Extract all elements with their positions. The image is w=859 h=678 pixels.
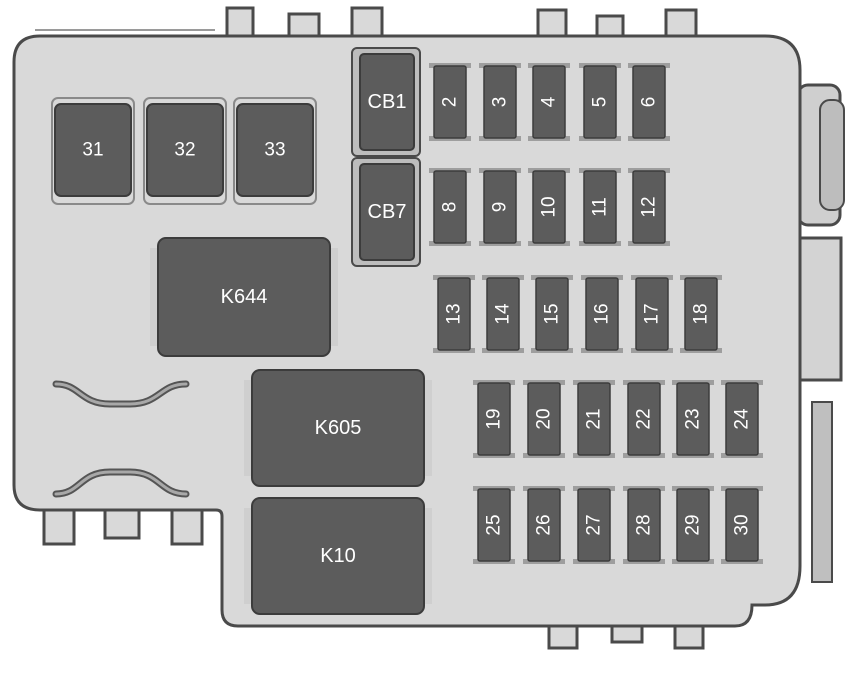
fuse-label-30: 30 bbox=[732, 514, 753, 535]
fuse-label-4: 4 bbox=[539, 96, 560, 107]
fuse-label-8: 8 bbox=[440, 202, 461, 213]
breaker-label-CB7: CB7 bbox=[368, 201, 407, 223]
fuse-8[interactable] bbox=[433, 170, 467, 244]
fuse-28[interactable] bbox=[627, 488, 661, 562]
fuse-label-12: 12 bbox=[639, 196, 660, 217]
fuse-15[interactable] bbox=[535, 277, 569, 351]
relay-socket bbox=[233, 97, 317, 205]
fuse-label-19: 19 bbox=[484, 408, 505, 429]
fuse-label-3: 3 bbox=[490, 97, 511, 108]
fuse-label-6: 6 bbox=[639, 97, 660, 108]
fuse-label-17: 17 bbox=[642, 303, 663, 324]
fuse-22[interactable] bbox=[627, 382, 661, 456]
relay-31[interactable] bbox=[54, 103, 132, 197]
fuse-label-24: 24 bbox=[732, 408, 753, 430]
fuse-25[interactable] bbox=[477, 488, 511, 562]
relay-K605[interactable] bbox=[251, 369, 425, 487]
fuse-label-5: 5 bbox=[590, 97, 611, 108]
fuse-label-10: 10 bbox=[539, 196, 560, 217]
circuit-breaker-CB7[interactable] bbox=[359, 163, 415, 261]
relay-33[interactable] bbox=[236, 103, 314, 197]
fuse-24[interactable] bbox=[725, 382, 759, 456]
fuse-label-16: 16 bbox=[592, 303, 613, 324]
fuse-label-26: 26 bbox=[534, 514, 555, 535]
relay-K644[interactable] bbox=[157, 237, 331, 357]
fuse-label-14: 14 bbox=[493, 303, 514, 325]
fuse-9[interactable] bbox=[483, 170, 517, 244]
fuse-30[interactable] bbox=[725, 488, 759, 562]
relay-32[interactable] bbox=[146, 103, 224, 197]
fuse-21[interactable] bbox=[577, 382, 611, 456]
relay-label-K644: K644 bbox=[221, 286, 268, 308]
relay-label-33: 33 bbox=[264, 140, 285, 161]
fuse-13[interactable] bbox=[437, 277, 471, 351]
relay-socket bbox=[51, 97, 135, 205]
fuse-2[interactable] bbox=[433, 65, 467, 139]
fuse-label-18: 18 bbox=[691, 303, 712, 324]
fuse-18[interactable] bbox=[684, 277, 718, 351]
relay-label-31: 31 bbox=[82, 140, 103, 161]
fuse-5[interactable] bbox=[583, 65, 617, 139]
breaker-label-CB1: CB1 bbox=[368, 91, 407, 113]
fuse-label-9: 9 bbox=[490, 202, 511, 213]
fuse-6[interactable] bbox=[632, 65, 666, 139]
fuse-20[interactable] bbox=[527, 382, 561, 456]
fuse-label-21: 21 bbox=[584, 408, 605, 429]
fuse-label-23: 23 bbox=[683, 408, 704, 429]
latch-springs bbox=[52, 380, 190, 498]
relay-label-32: 32 bbox=[174, 140, 195, 161]
fuse-label-15: 15 bbox=[542, 303, 563, 324]
fuse-3[interactable] bbox=[483, 65, 517, 139]
fuse-4[interactable] bbox=[532, 65, 566, 139]
fuse-label-22: 22 bbox=[634, 408, 655, 429]
relay-socket bbox=[143, 97, 227, 205]
fuse-label-11: 11 bbox=[590, 197, 611, 217]
fuse-label-20: 20 bbox=[534, 408, 555, 429]
fuse-12[interactable] bbox=[632, 170, 666, 244]
fuse-label-28: 28 bbox=[634, 514, 655, 535]
fuse-27[interactable] bbox=[577, 488, 611, 562]
fuse-label-27: 27 bbox=[584, 514, 605, 535]
fuse-26[interactable] bbox=[527, 488, 561, 562]
relay-K10[interactable] bbox=[251, 497, 425, 615]
fuse-label-25: 25 bbox=[484, 514, 505, 535]
fuse-19[interactable] bbox=[477, 382, 511, 456]
fuse-17[interactable] bbox=[635, 277, 669, 351]
fuse-10[interactable] bbox=[532, 170, 566, 244]
fuse-14[interactable] bbox=[486, 277, 520, 351]
circuit-breaker-CB1[interactable] bbox=[359, 53, 415, 151]
fuse-label-2: 2 bbox=[440, 97, 461, 108]
relay-label-K10: K10 bbox=[320, 545, 356, 567]
relay-label-K605: K605 bbox=[315, 417, 362, 439]
fuse-label-13: 13 bbox=[444, 303, 465, 324]
fuse-29[interactable] bbox=[676, 488, 710, 562]
fuse-label-29: 29 bbox=[683, 514, 704, 535]
fuse-16[interactable] bbox=[585, 277, 619, 351]
fuse-23[interactable] bbox=[676, 382, 710, 456]
fuse-11[interactable] bbox=[583, 170, 617, 244]
